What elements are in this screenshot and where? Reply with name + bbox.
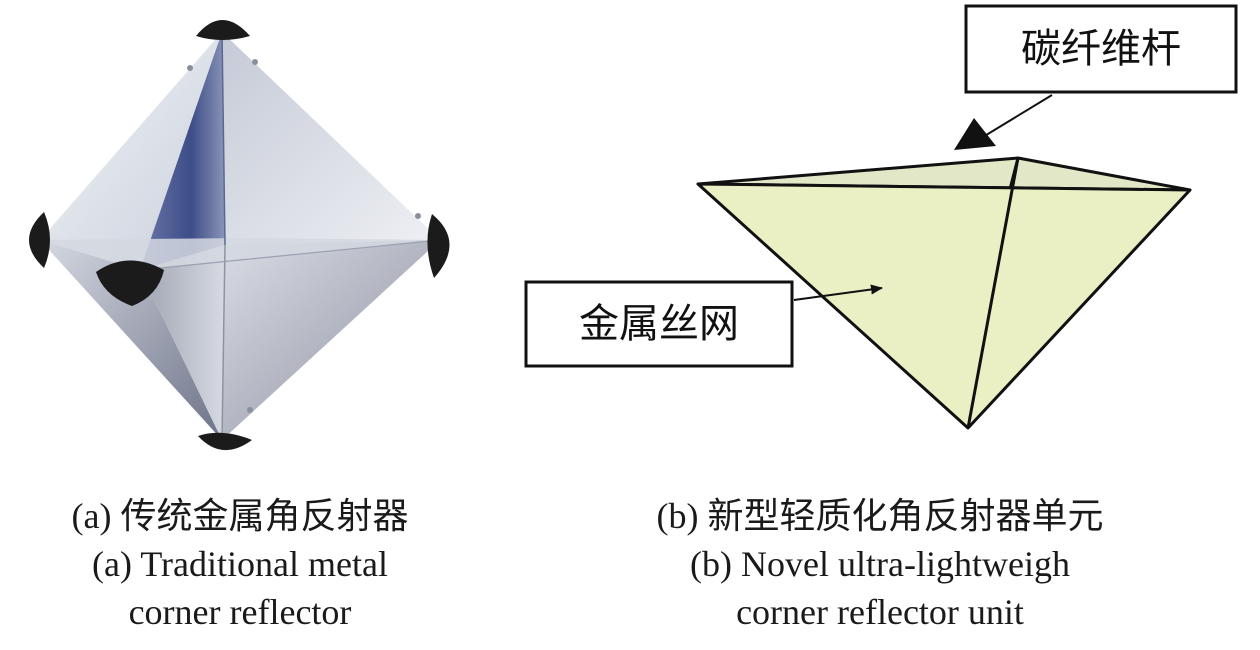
end-cap-bottom bbox=[198, 432, 252, 451]
carbon-rod-edge bbox=[1008, 157, 1020, 190]
caption-a-english-line1: (a) Traditional metal bbox=[92, 544, 388, 584]
caption-b: (b) 新型轻质化角反射器单元 (b) Novel ultra-lightwei… bbox=[590, 492, 1170, 636]
carbon-rod-edge bbox=[966, 157, 1020, 429]
end-cap-left bbox=[29, 212, 50, 268]
rivet bbox=[187, 65, 193, 71]
carbon-rod-arrow-icon bbox=[954, 118, 996, 150]
metal-mesh-label: 金属丝网 bbox=[579, 301, 739, 347]
end-cap-top bbox=[196, 20, 250, 40]
caption-a: (a) 传统金属角反射器 (a) Traditional metal corne… bbox=[20, 492, 460, 636]
metal-edge bbox=[139, 239, 441, 271]
caption-b-chinese: (b) 新型轻质化角反射器单元 bbox=[656, 496, 1104, 536]
caption-b-english-line1: (b) Novel ultra-lightweigh bbox=[690, 544, 1070, 584]
rivet bbox=[415, 213, 421, 219]
metal-face-upper-center bbox=[140, 32, 225, 270]
metal-face-lower-center bbox=[140, 245, 225, 440]
caption-a-chinese: (a) 传统金属角反射器 bbox=[71, 496, 409, 536]
metal-edge bbox=[221, 244, 226, 441]
metal-mesh-leader-line bbox=[793, 284, 883, 301]
metal-corner-reflector-illustration bbox=[29, 20, 450, 451]
mesh-face-front bbox=[696, 182, 1192, 430]
rivet bbox=[252, 59, 258, 65]
metal-face-lower-right bbox=[222, 240, 440, 440]
metal-face-upper-right bbox=[222, 32, 440, 245]
metal-face-upper-left bbox=[40, 32, 222, 270]
carbon-rod-label-box bbox=[964, 4, 1238, 94]
caption-a-english-line2: corner reflector bbox=[128, 592, 352, 632]
metal-face-lower-left bbox=[40, 240, 222, 440]
metal-edge bbox=[221, 31, 226, 246]
metal-mesh-label-box bbox=[524, 280, 794, 368]
caption-b-english-line2: corner reflector unit bbox=[736, 592, 1024, 632]
lightweight-corner-reflector-illustration: 碳纤维杆 金属丝网 bbox=[524, 4, 1238, 430]
rivet bbox=[247, 407, 253, 413]
carbon-rod-leader-line bbox=[977, 94, 1053, 141]
end-cap-right bbox=[427, 214, 450, 278]
end-cap-front bbox=[96, 260, 164, 306]
carbon-rod-label: 碳纤维杆 bbox=[1021, 26, 1181, 72]
